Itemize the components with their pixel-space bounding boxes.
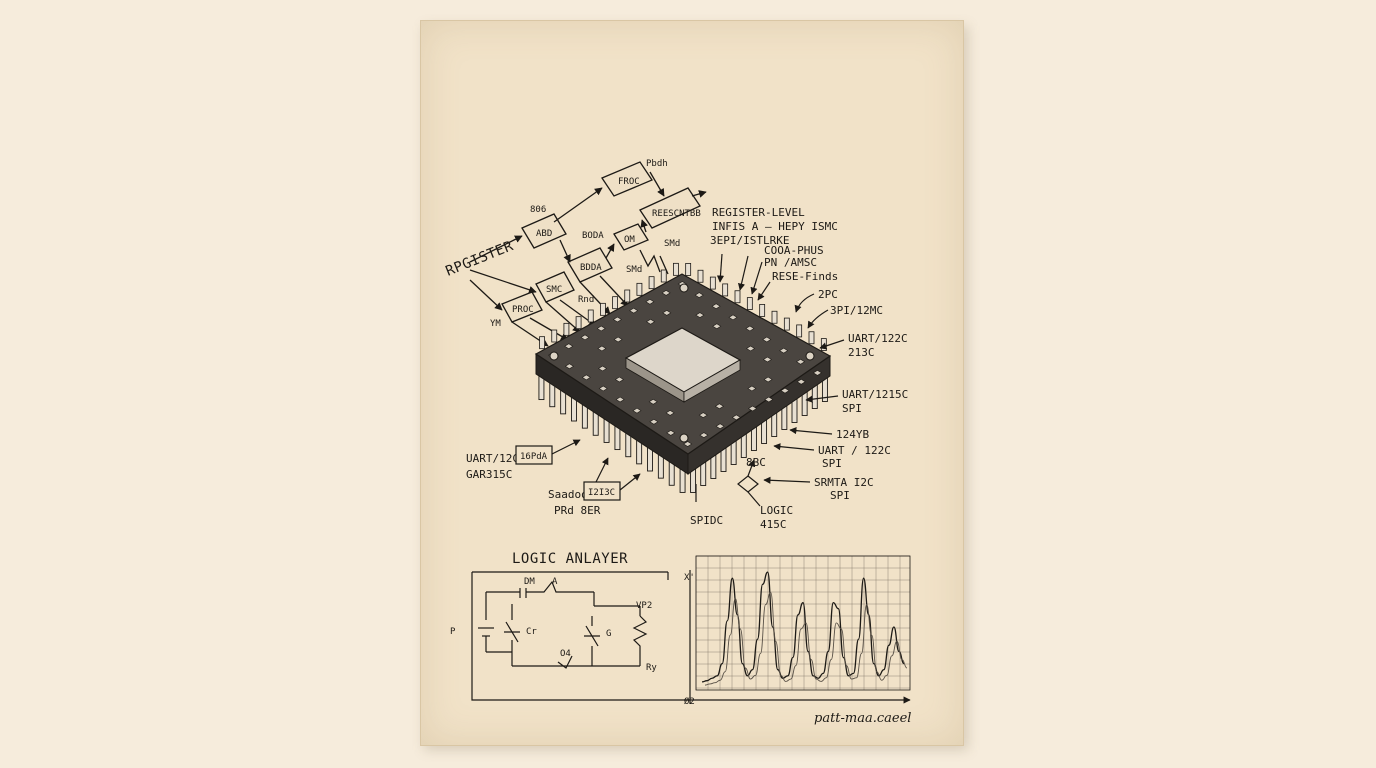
chip-pin xyxy=(797,325,802,337)
block-box-bdda: BDDA BODA xyxy=(568,231,612,282)
schematic-label: Ry xyxy=(646,663,657,673)
block-box-proc-label: PROC xyxy=(512,305,534,315)
block-box-proc: PROC xyxy=(502,292,542,322)
chip-corner-hole xyxy=(680,434,688,442)
plot-axis-label: Ø2 xyxy=(684,696,695,707)
register-annotation: REGISTER-LEVEL xyxy=(712,206,805,219)
chip-pin xyxy=(661,270,666,282)
block-box-smc: SMC xyxy=(536,272,574,302)
chip-pin xyxy=(760,304,765,316)
chip-pin xyxy=(625,290,630,302)
plot-frame xyxy=(696,556,910,690)
block-box-reescntbb: REESCNTBB xyxy=(640,188,701,228)
chip-pin xyxy=(600,303,605,315)
chip-pin xyxy=(735,291,740,303)
schematic-label: A xyxy=(552,577,558,587)
pin-annotation: 124YB xyxy=(836,428,869,441)
block-small-label: Rnd xyxy=(578,295,594,305)
schematic-label: O4 xyxy=(560,649,571,659)
pin-annotation: 2PC xyxy=(818,288,838,301)
chip-pin xyxy=(637,283,642,295)
schematic-label: Cr xyxy=(526,627,537,637)
chip-pin xyxy=(564,323,569,335)
block-box-reescntbb-label: REESCNTBB xyxy=(652,209,701,219)
block-box-bdda-label: BDDA xyxy=(580,263,602,273)
plot-traces xyxy=(702,572,907,685)
plot-axis-label: X' xyxy=(684,573,695,583)
waveform-plot: X' Ø2 xyxy=(684,556,910,707)
block-box-abd: ABD 806 xyxy=(522,205,566,248)
block-box-froc-tag: Pbdh xyxy=(646,159,668,169)
block-box-abd-label: ABD xyxy=(536,229,552,239)
chip-pin xyxy=(772,311,777,323)
chip-pin xyxy=(540,337,545,349)
chip-corner-hole xyxy=(680,284,688,292)
logic-label: LOGIC xyxy=(760,504,793,517)
pin-annotation: UART/1215C xyxy=(842,388,908,401)
logic-tag: 8BC xyxy=(746,456,766,469)
pin-annotation: SPI xyxy=(830,489,850,502)
pin-annotation: SPI xyxy=(822,457,842,470)
chip-corner-hole xyxy=(806,352,814,360)
bottom-label: PRd 8ER xyxy=(554,504,601,517)
bottom-label: Saadoo xyxy=(548,488,588,501)
logic-analyzer-title: LOGIC ANLAYER xyxy=(512,551,628,567)
plot-grid xyxy=(696,556,910,690)
register-annotation: PN /AMSC xyxy=(764,256,817,269)
chip-pin xyxy=(552,330,557,342)
pin-annotation: UART / 122C xyxy=(818,444,891,457)
block-small-label: YM xyxy=(490,319,501,329)
bottom-label: SPIDC xyxy=(690,514,723,527)
chip-pin xyxy=(649,277,654,289)
block-box-froc-label: FROC xyxy=(618,177,640,187)
schematic-label: P xyxy=(450,627,456,637)
pin-annotation: SRMTA I2C xyxy=(814,476,874,489)
block-box-abd-tag: 806 xyxy=(530,205,546,215)
pin-annotation: 3PI/12MC xyxy=(830,304,883,317)
logic-analyzer: LOGIC ANLAYER xyxy=(450,551,911,726)
chip-pin xyxy=(613,297,618,309)
pin-annotation: UART/122C xyxy=(848,332,908,345)
block-small-label: SMd xyxy=(626,265,642,275)
chip-pin xyxy=(686,263,691,275)
chip-pin xyxy=(673,263,678,275)
pin-annotation: 213C xyxy=(848,346,875,359)
pin-annotation: SPI xyxy=(842,402,862,415)
block-box-bdda-tag: BODA xyxy=(582,231,604,241)
chip-pin xyxy=(784,318,789,330)
block-box-froc: FROC Pbdh xyxy=(602,159,668,196)
block-box-om-label: OM xyxy=(624,235,635,245)
footer-signature: patt-maa.caeel xyxy=(814,711,911,726)
block-box-smc-label: SMC xyxy=(546,285,562,295)
block-small-label: SMd xyxy=(664,239,680,249)
register-annotation: RESE-Finds xyxy=(772,270,838,283)
chip-pin xyxy=(698,270,703,282)
chip-pin xyxy=(588,310,593,322)
chip-pin xyxy=(747,298,752,310)
chip-pin xyxy=(821,339,826,351)
bottom-label: GAR315C xyxy=(466,468,512,481)
chip-corner-hole xyxy=(550,352,558,360)
schematic-label: DM xyxy=(524,577,535,587)
chip-pin xyxy=(710,277,715,289)
bottom-box-label: I2I3C xyxy=(588,488,615,498)
circuit-schematic: DM A VP2 Cr G P O4 Ry xyxy=(450,572,690,700)
block-box-om: OM xyxy=(614,224,648,250)
chip-pin xyxy=(723,284,728,296)
chip-pin xyxy=(576,317,581,329)
logic-label: 415C xyxy=(760,518,787,531)
register-annotation: INFIS A — HEPY ISMC xyxy=(712,220,838,233)
chip-pin xyxy=(809,332,814,344)
schematic-label: VP2 xyxy=(636,601,652,611)
schematic-label: G xyxy=(606,629,611,639)
bottom-label: UART/12C xyxy=(466,452,519,465)
bottom-box-label: 16PdA xyxy=(520,452,548,462)
logic-symbol xyxy=(738,476,758,492)
